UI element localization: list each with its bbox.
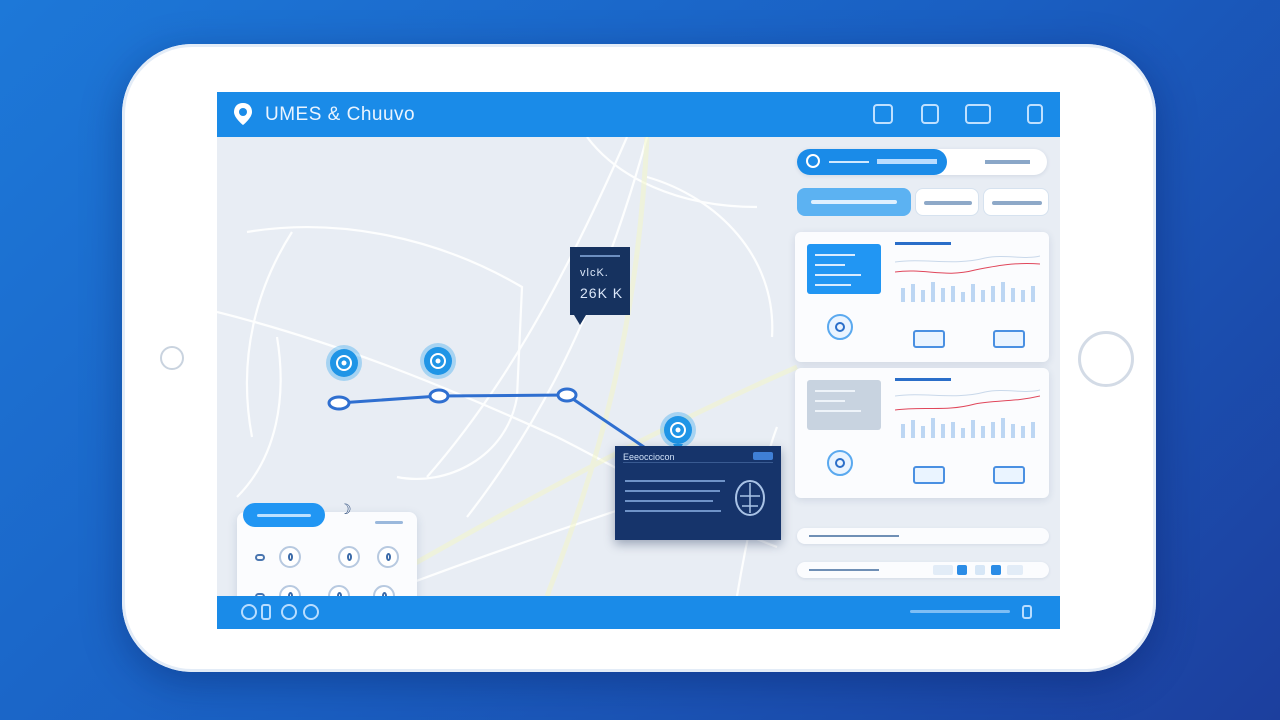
search-text bbox=[829, 161, 869, 163]
card-avatar[interactable] bbox=[827, 314, 853, 340]
thumbnail-line bbox=[815, 284, 851, 286]
search-text bbox=[877, 159, 937, 164]
toolbar-icon[interactable] bbox=[873, 104, 893, 124]
detail-card-text-line bbox=[625, 490, 720, 492]
control-button[interactable] bbox=[338, 546, 360, 568]
detail-card-text-line bbox=[625, 500, 713, 502]
list-row[interactable] bbox=[797, 528, 1049, 544]
list-row-chip[interactable] bbox=[1007, 565, 1023, 575]
detail-card-text-line bbox=[625, 480, 725, 482]
card-thumbnail bbox=[807, 244, 881, 294]
detail-card-divider bbox=[623, 462, 773, 463]
tab[interactable] bbox=[915, 188, 979, 216]
card-mini-chart bbox=[895, 389, 1040, 438]
nav-icon[interactable] bbox=[303, 604, 319, 620]
control-button[interactable] bbox=[279, 546, 301, 568]
control-button[interactable] bbox=[377, 546, 399, 568]
thumbnail-line bbox=[815, 390, 855, 392]
tab-label bbox=[992, 201, 1042, 205]
controls-panel-label bbox=[375, 521, 403, 524]
card-thumbnail bbox=[807, 380, 881, 430]
moon-icon[interactable]: ☽ bbox=[339, 501, 352, 517]
map-marker-icon[interactable] bbox=[326, 345, 362, 381]
toolbar-icon[interactable] bbox=[921, 104, 939, 124]
list-row-text bbox=[809, 535, 899, 537]
tooltip-line-1: vlcK. bbox=[580, 267, 609, 279]
map-marker-icon[interactable] bbox=[660, 412, 696, 453]
location-pin-icon bbox=[234, 103, 252, 125]
toolbar-icon[interactable] bbox=[965, 104, 991, 124]
control-toggle[interactable] bbox=[255, 554, 265, 561]
route-line bbox=[338, 393, 679, 472]
nav-icon[interactable] bbox=[261, 604, 271, 620]
thumbnail-line bbox=[815, 254, 855, 256]
tooltip-header-line bbox=[580, 255, 620, 257]
tablet-home-button[interactable] bbox=[1078, 331, 1134, 387]
card-action-button[interactable] bbox=[993, 466, 1025, 484]
controls-tab-button[interactable] bbox=[243, 503, 325, 527]
search-filter-label[interactable] bbox=[985, 160, 1030, 164]
result-card[interactable] bbox=[795, 232, 1049, 362]
card-avatar[interactable] bbox=[827, 450, 853, 476]
bottom-bar bbox=[217, 596, 1060, 629]
thumbnail-line bbox=[815, 410, 861, 412]
tooltip-line-2: 26K K bbox=[580, 285, 624, 301]
app-screen: vlcK. 26K K Eeeocciocon ☽ bbox=[217, 92, 1060, 629]
tooltip-tail bbox=[574, 315, 586, 325]
search-bar[interactable] bbox=[797, 149, 1047, 175]
controls-tab-label bbox=[257, 514, 311, 517]
list-row-chip[interactable] bbox=[991, 565, 1001, 575]
result-card[interactable] bbox=[795, 368, 1049, 498]
list-row-text bbox=[809, 569, 879, 571]
thumbnail-line bbox=[815, 274, 861, 276]
detail-card-badge bbox=[753, 452, 773, 460]
nav-icon[interactable] bbox=[241, 604, 257, 620]
list-row-chip[interactable] bbox=[933, 565, 953, 575]
status-text bbox=[910, 610, 1010, 613]
tab-bar bbox=[797, 188, 1049, 216]
detail-card-text-line bbox=[625, 510, 721, 512]
thumbnail-line bbox=[815, 264, 845, 266]
card-action-button[interactable] bbox=[993, 330, 1025, 348]
list-row[interactable] bbox=[797, 562, 1049, 578]
card-mini-chart bbox=[895, 255, 1040, 302]
search-field[interactable] bbox=[797, 149, 947, 175]
toolbar-icon[interactable] bbox=[1027, 104, 1043, 124]
route-stop[interactable] bbox=[428, 388, 450, 404]
helmet-icon bbox=[735, 480, 765, 516]
route-stop[interactable] bbox=[327, 395, 351, 411]
detail-card-heading: Eeeocciocon bbox=[623, 452, 675, 462]
status-icon[interactable] bbox=[1022, 605, 1032, 619]
location-detail-card[interactable]: Eeeocciocon bbox=[615, 446, 781, 540]
tab[interactable] bbox=[983, 188, 1049, 216]
thumbnail-line bbox=[815, 400, 845, 402]
route-stop[interactable] bbox=[556, 387, 578, 403]
tablet-camera bbox=[160, 346, 184, 370]
list-row-chip[interactable] bbox=[957, 565, 967, 575]
tab-active[interactable] bbox=[797, 188, 911, 216]
card-action-button[interactable] bbox=[913, 330, 945, 348]
tab-label bbox=[811, 200, 897, 204]
map-marker-icon[interactable] bbox=[420, 343, 456, 379]
nav-icon[interactable] bbox=[281, 604, 297, 620]
card-heading bbox=[895, 242, 951, 245]
tab-label bbox=[924, 201, 972, 205]
card-action-button[interactable] bbox=[913, 466, 945, 484]
map-view[interactable]: vlcK. 26K K Eeeocciocon ☽ bbox=[217, 137, 1060, 622]
app-title: UMES & Chuuvo bbox=[265, 104, 416, 125]
search-icon bbox=[806, 154, 820, 168]
top-bar: UMES & Chuuvo bbox=[217, 92, 1060, 137]
card-heading bbox=[895, 378, 951, 381]
map-tooltip: vlcK. 26K K bbox=[570, 247, 630, 315]
list-row-chip[interactable] bbox=[975, 565, 985, 575]
